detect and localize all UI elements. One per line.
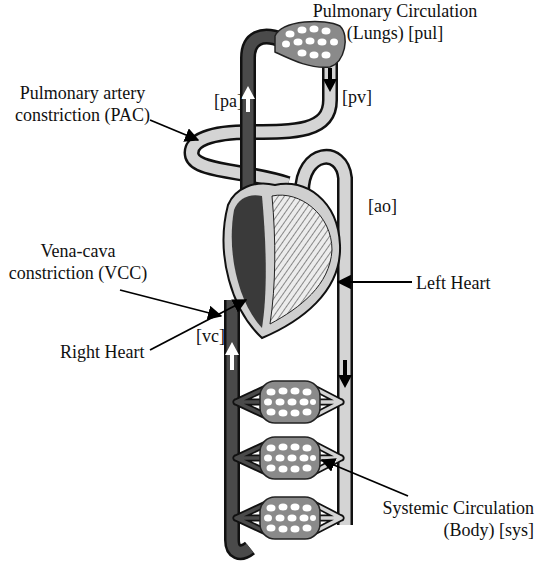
right-heart-chamber <box>232 195 266 328</box>
vessel-label: [pv] <box>342 86 372 108</box>
leader-arrow <box>338 281 412 283</box>
left-heart-chamber <box>270 195 332 324</box>
heart <box>224 184 340 338</box>
systemic-capillaries <box>236 381 341 423</box>
systemic-capillaries <box>236 497 341 539</box>
leader-arrow <box>322 460 408 496</box>
pulmonary-artery <box>248 37 282 205</box>
vessel-label: [ao] <box>368 195 397 217</box>
flow-arrow <box>338 360 352 388</box>
systemic-capillaries <box>236 437 341 479</box>
region-label: Pulmonary Circulation (Lungs) [pul] <box>305 0 485 44</box>
vessel-label: [vc] <box>196 325 225 347</box>
part-label: Right Heart <box>60 341 144 363</box>
part-label: Left Heart <box>416 272 490 294</box>
flow-arrow <box>241 86 255 112</box>
pulmonary-artery-outline <box>248 37 282 205</box>
vessel-label: [pa] <box>214 90 243 112</box>
callout-label: Vena-cava constriction (VCC) <box>3 240 153 284</box>
leader-arrow <box>120 290 221 316</box>
flow-arrow <box>323 68 337 92</box>
leader-arrow <box>150 120 198 140</box>
leader-arrow <box>150 300 246 350</box>
callout-label: Pulmonary artery constriction (PAC) <box>0 82 165 126</box>
lung-capillaries <box>275 21 345 67</box>
flow-arrow <box>225 342 239 370</box>
region-label: Systemic Circulation (Body) [sys] <box>360 497 534 541</box>
